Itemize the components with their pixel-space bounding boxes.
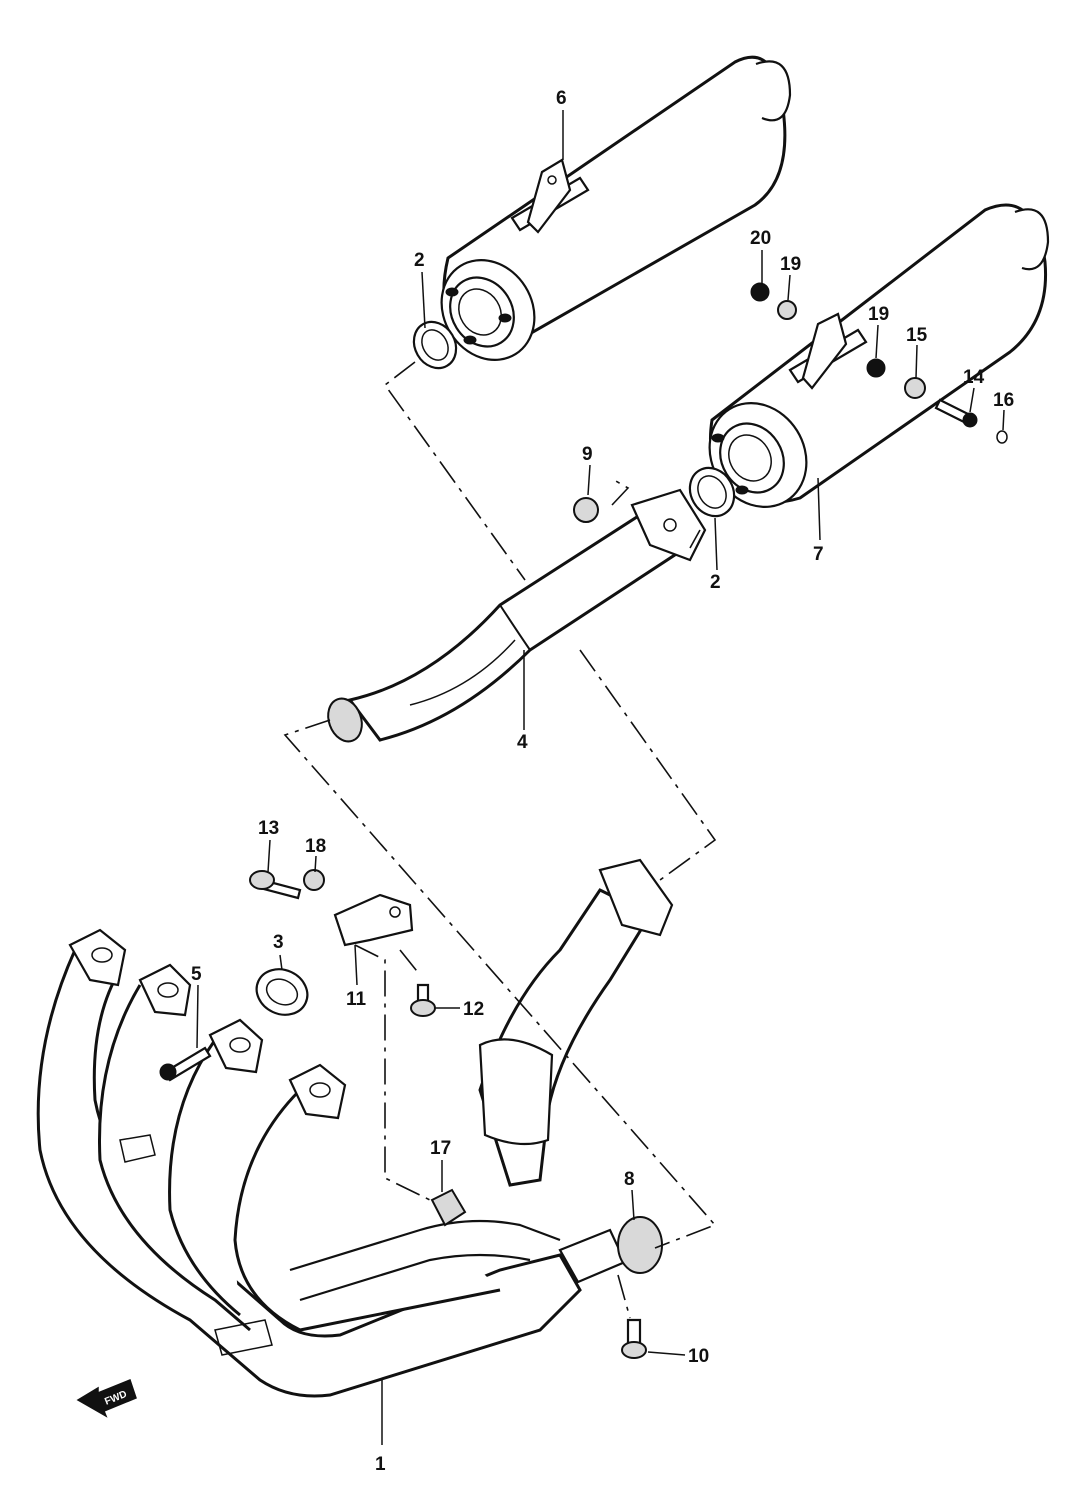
bolt-14[interactable] bbox=[934, 398, 978, 428]
bolt-5[interactable] bbox=[159, 1046, 212, 1082]
cushion-17[interactable] bbox=[430, 1188, 467, 1227]
part-label-15: 15 bbox=[906, 325, 928, 346]
bracket-11[interactable] bbox=[333, 893, 414, 947]
leader-lines bbox=[196, 110, 1005, 1445]
part-label-9: 9 bbox=[582, 444, 593, 465]
part-label-10: 10 bbox=[688, 1346, 709, 1367]
gasket[interactable] bbox=[249, 961, 315, 1023]
part-label-13: 13 bbox=[258, 818, 279, 839]
part-labels: 1 2 2 3 4 5 6 7 8 9 10 11 12 13 14 15 16… bbox=[191, 88, 1014, 1475]
clamp-upper[interactable] bbox=[406, 314, 465, 376]
muffler-upper[interactable] bbox=[423, 55, 792, 377]
cap-16[interactable] bbox=[996, 430, 1008, 444]
bolt-13[interactable] bbox=[249, 870, 302, 900]
part-label-8: 8 bbox=[624, 1169, 635, 1190]
part-label-5: 5 bbox=[191, 964, 202, 985]
washer-19b[interactable] bbox=[866, 358, 886, 378]
washer-19a[interactable] bbox=[777, 300, 797, 320]
nut-20[interactable] bbox=[750, 282, 770, 302]
part-label-20: 20 bbox=[750, 228, 771, 249]
part-label-16: 16 bbox=[993, 390, 1014, 411]
connector-pipe[interactable] bbox=[322, 488, 707, 746]
washer-18[interactable] bbox=[303, 869, 325, 891]
forward-arrow-icon: FWD bbox=[76, 1379, 137, 1418]
washer-15[interactable] bbox=[904, 377, 926, 399]
part-label-14: 14 bbox=[963, 367, 985, 388]
part-label-12: 12 bbox=[463, 999, 484, 1020]
bolt-10[interactable] bbox=[621, 1318, 647, 1359]
part-label-18: 18 bbox=[305, 836, 326, 857]
part-label-1: 1 bbox=[375, 1454, 386, 1475]
part-label-6: 6 bbox=[556, 88, 567, 109]
part-label-11: 11 bbox=[346, 989, 367, 1010]
part-label-19: 19 bbox=[868, 304, 889, 325]
part-label-7: 7 bbox=[813, 544, 824, 565]
part-label-2: 2 bbox=[710, 572, 721, 593]
part-label-19: 19 bbox=[780, 254, 801, 275]
part-label-17: 17 bbox=[430, 1138, 451, 1159]
collector-pipe[interactable] bbox=[478, 858, 674, 1284]
part-label-3: 3 bbox=[273, 932, 284, 953]
part-label-2: 2 bbox=[414, 250, 425, 271]
clamp-lower[interactable] bbox=[681, 460, 742, 524]
part-label-4: 4 bbox=[517, 732, 528, 753]
bolt-12[interactable] bbox=[410, 983, 436, 1017]
exhaust-headers[interactable] bbox=[36, 928, 582, 1398]
assembly-lines bbox=[283, 361, 717, 1319]
nut-9[interactable] bbox=[573, 497, 599, 523]
